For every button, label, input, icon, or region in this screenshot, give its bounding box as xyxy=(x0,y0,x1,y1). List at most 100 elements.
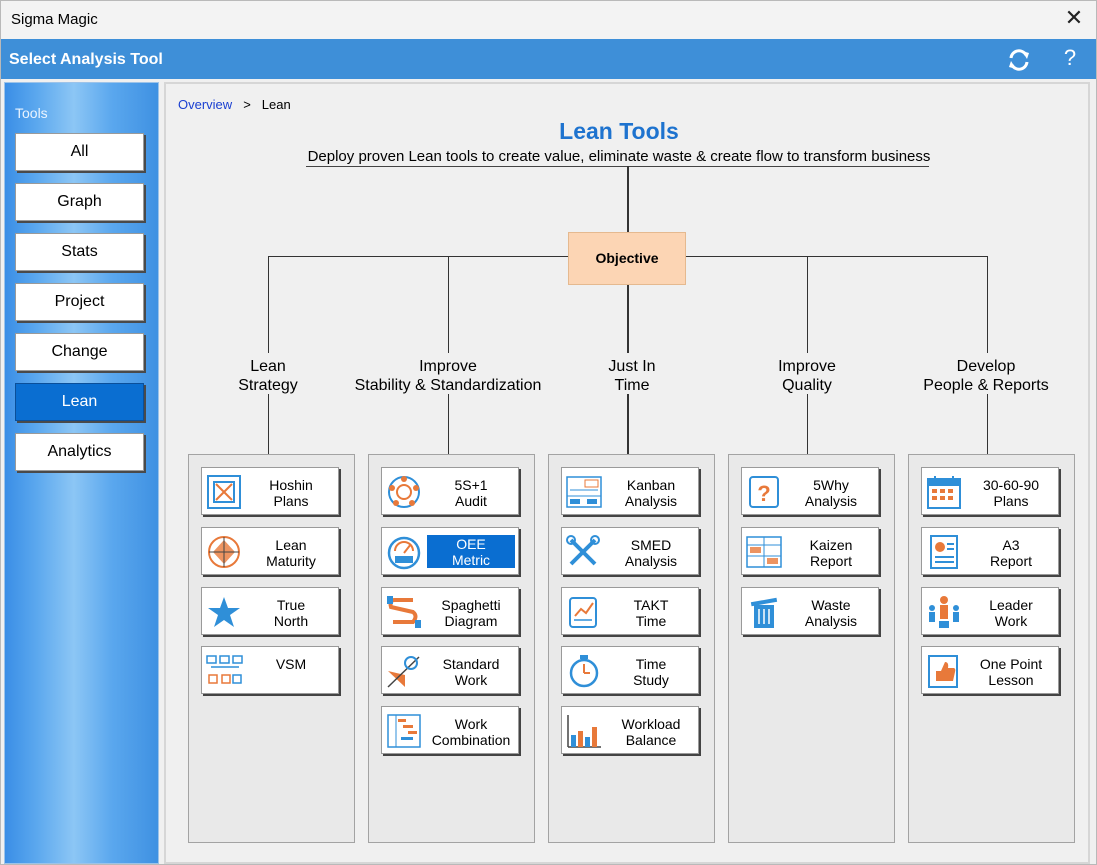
tool-label-line: A3 xyxy=(1002,537,1020,553)
tools-icon xyxy=(566,535,600,566)
tool-label-line: OEE xyxy=(456,536,486,552)
help-button[interactable]: ? xyxy=(1063,45,1077,70)
tool-label-line: Work xyxy=(454,716,488,732)
tool-label-line: Kanban xyxy=(626,477,676,493)
page-title: Lean Tools xyxy=(559,118,679,144)
question-icon: ? xyxy=(749,476,779,508)
tool-label-line: Waste xyxy=(811,597,851,613)
work-combination-icon xyxy=(387,714,421,748)
tool-label-line: Balance xyxy=(625,732,677,748)
tree-connector xyxy=(807,394,808,454)
tool-label-line: Diagram xyxy=(444,613,498,629)
trash-icon xyxy=(750,597,778,628)
tool-label-line: Study xyxy=(633,672,669,688)
tool-label-line: Analysis xyxy=(804,613,858,629)
tool-label-line: Report xyxy=(989,553,1033,569)
oee-icon xyxy=(387,536,421,570)
close-icon[interactable]: ✕ xyxy=(1064,5,1084,30)
breadcrumb-separator: > xyxy=(243,97,251,112)
tree-connector xyxy=(686,256,988,257)
hoshin-icon xyxy=(207,475,241,509)
category-line: Stability & Standardization xyxy=(354,377,542,394)
tool-label-line: Combination xyxy=(431,732,511,748)
tool-vsm[interactable]: VSM xyxy=(201,646,339,694)
sidebar-item-stats[interactable]: Stats xyxy=(15,233,144,271)
title-bar: Sigma Magic ✕ xyxy=(1,1,1096,39)
tool-label-line: True xyxy=(276,597,306,613)
breadcrumb-overview-link[interactable]: Overview xyxy=(178,97,233,112)
tree-connector xyxy=(448,394,449,454)
tree-connector xyxy=(627,166,629,232)
category-line: Quality xyxy=(782,377,832,394)
sidebar-item-all[interactable]: All xyxy=(15,133,144,171)
category-line: Improve xyxy=(419,358,477,375)
sidebar-item-lean[interactable]: Lean xyxy=(15,383,144,421)
tools-label: Tools xyxy=(15,105,48,121)
tool-label-line: 5Why xyxy=(813,477,849,493)
refresh-icon[interactable] xyxy=(1006,47,1032,73)
tool-label-line: Analysis xyxy=(804,493,858,509)
tool-label-line: North xyxy=(273,613,309,629)
dialog-header: Select Analysis Tool ? xyxy=(1,39,1096,79)
takt-icon xyxy=(569,597,597,628)
standard-work-icon xyxy=(387,656,420,688)
tree-connector xyxy=(627,285,629,353)
kanban-icon xyxy=(566,476,602,508)
sidebar-item-change[interactable]: Change xyxy=(15,333,144,371)
kaizen-icon xyxy=(746,536,782,568)
tool-label-line: One Point xyxy=(979,656,1043,672)
breadcrumb: Overview>Lean xyxy=(178,97,291,112)
tool-label-line: Report xyxy=(809,553,853,569)
category-line: People & Reports xyxy=(923,377,1049,394)
vsm-icon xyxy=(206,655,243,684)
page-subtitle: Deploy proven Lean tools to create value… xyxy=(307,148,931,165)
tool-label: VSM xyxy=(247,656,335,672)
svg-text:?: ? xyxy=(757,481,770,506)
tool-label-line: Lesson xyxy=(988,672,1034,688)
window-title: Sigma Magic xyxy=(11,11,98,28)
sidebar-item-analytics[interactable]: Analytics xyxy=(15,433,144,471)
report-icon xyxy=(930,535,958,569)
sidebar-item-project[interactable]: Project xyxy=(15,283,144,321)
tool-label-line: Spaghetti xyxy=(441,597,501,613)
category-line: Lean xyxy=(250,358,286,375)
sidebar-item-graph[interactable]: Graph xyxy=(15,183,144,221)
thumbs-up-icon xyxy=(928,655,958,688)
tool-label-line: Hoshin xyxy=(269,477,313,493)
category-line: Develop xyxy=(956,358,1016,375)
